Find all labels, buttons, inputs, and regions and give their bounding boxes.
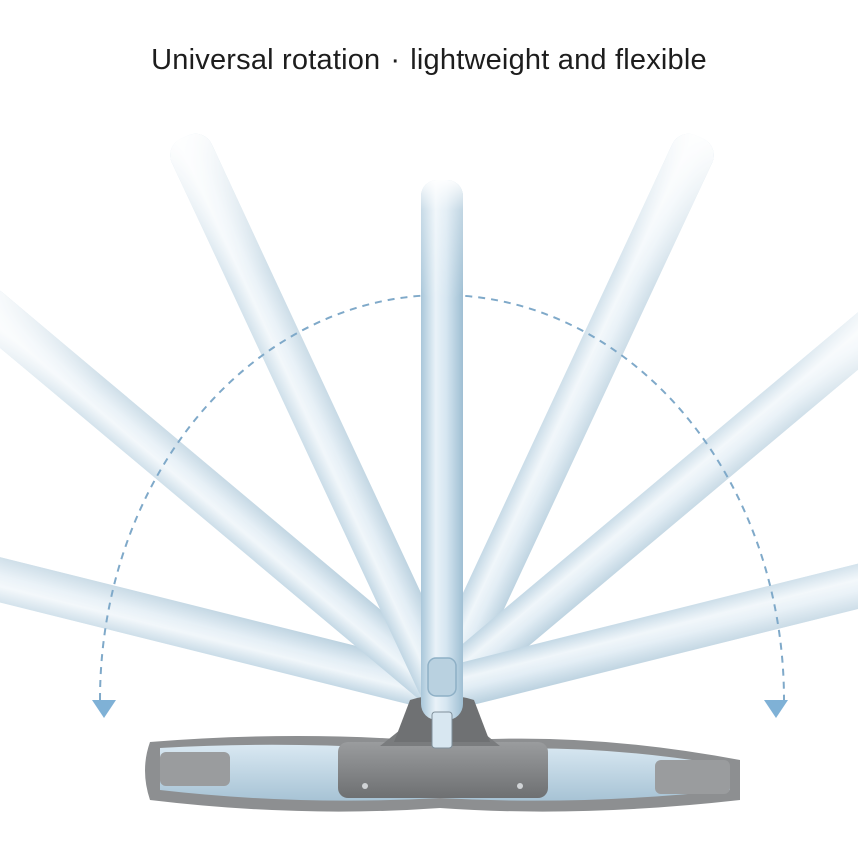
headline-part-2: lightweight and flexible (410, 44, 707, 76)
main-handle (421, 180, 463, 749)
ghost-handles (0, 133, 858, 710)
right-arrow-icon (764, 700, 788, 718)
headline-part-1: Universal rotation (151, 44, 381, 76)
headline: Universal rotation · lightweight and flexi… (0, 44, 858, 77)
headline-separator: · (390, 44, 401, 76)
left-arrow-icon (92, 700, 116, 718)
mop-head (145, 695, 740, 812)
